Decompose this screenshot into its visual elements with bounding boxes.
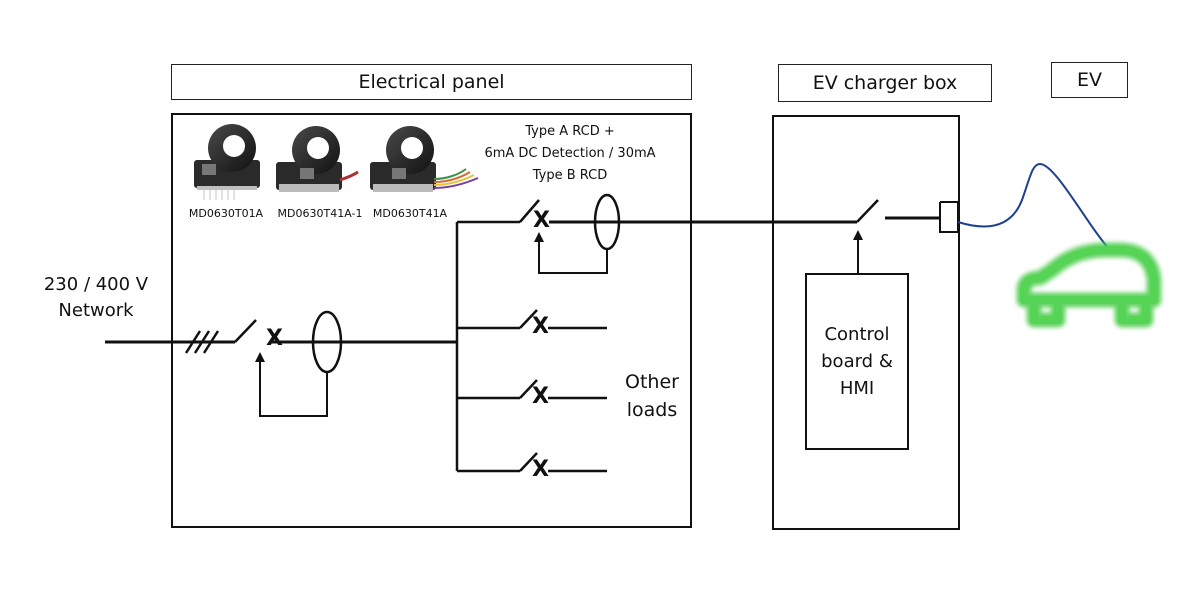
other-loads-line1: Other [625, 371, 679, 393]
main-rcd-trip-loop [259, 360, 328, 417]
control-board-line2: board & [821, 351, 893, 372]
other-load-branch-1 [457, 309, 607, 330]
charger-contactor-blade [856, 199, 879, 223]
electrical-panel-label: Electrical panel [171, 64, 692, 100]
electrical-panel-box [171, 113, 692, 528]
rcd-note-line2: 6mA DC Detection / 30mA [484, 146, 656, 161]
ev-trip-arrow [534, 232, 544, 242]
rcd-note-line1: Type A RCD + [525, 124, 615, 139]
load1-breaker-x: X [532, 314, 549, 339]
main-switch-blade [234, 319, 257, 343]
ev-breaker-x: X [533, 208, 550, 233]
main-trip-arrow [255, 352, 265, 362]
sensor-image-md0630t41a-1 [276, 126, 359, 192]
network-voltage-label: 230 / 400 V [43, 274, 149, 295]
load3-breaker-x: X [532, 457, 549, 482]
load2-breaker-x: X [532, 384, 549, 409]
rcd-note-line3: Type B RCD [532, 168, 608, 183]
main-breaker-x: X [266, 326, 283, 351]
control-board-line3: HMI [839, 378, 875, 399]
three-phase-tick-marks [184, 330, 220, 354]
other-load-branch-2 [457, 379, 607, 400]
control-board-box [805, 273, 909, 450]
control-signal-arrow [853, 230, 863, 240]
ev-charger-box-label: EV charger box [778, 64, 992, 102]
network-label: Network [58, 300, 134, 321]
sensor-image-md0630t41a [370, 126, 479, 192]
sensor-caption-3: MD0630T41A [372, 207, 448, 220]
ev-rcd-trip-loop [538, 240, 608, 274]
charging-cable [957, 162, 1113, 253]
ev-charger-box [772, 115, 960, 530]
sensor-image-md0630t01a [194, 124, 260, 200]
control-board-line1: Control [824, 324, 890, 345]
sensor-caption-2: MD0630T41A-1 [277, 207, 363, 220]
electrical-panel-title: Electrical panel [358, 71, 505, 93]
ev-label: EV [1051, 62, 1128, 98]
ev-branch-switch-blade [519, 199, 540, 223]
sensor-caption-1: MD0630T01A [188, 207, 264, 220]
ev-title: EV [1076, 69, 1102, 91]
charger-socket [939, 201, 959, 233]
other-load-branch-3 [457, 452, 607, 473]
ev-charger-box-title: EV charger box [812, 72, 958, 94]
ev-car-icon [1016, 242, 1162, 328]
other-loads-line2: loads [626, 399, 678, 421]
